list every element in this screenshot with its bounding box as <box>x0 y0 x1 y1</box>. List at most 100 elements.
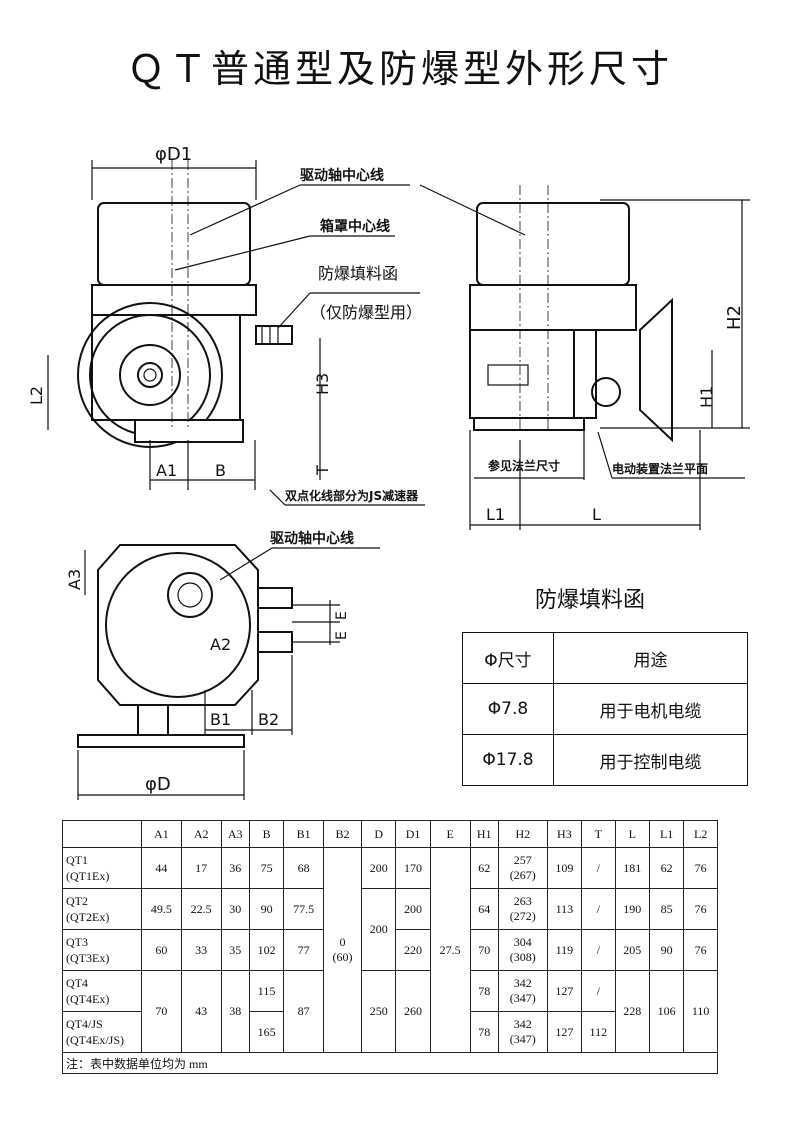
l1-label: L1 <box>486 505 505 524</box>
table-cell: 用于电机电缆 <box>553 683 748 735</box>
b2-value: 0 <box>339 935 346 949</box>
header-cell: L1 <box>648 820 685 848</box>
cell-h2: 342(347) <box>497 1011 548 1053</box>
explosion-only-label: （仅防爆型用） <box>310 303 422 322</box>
h2-value: 257 <box>513 853 532 867</box>
e-label-2: E <box>334 631 350 640</box>
cell-t: / <box>581 970 616 1012</box>
h2-value: 304 <box>513 935 532 949</box>
header-cell: 用途 <box>553 632 748 684</box>
table-row: QT4/JS(QT4Ex/JS) 165 78 342(347) 127 112 <box>62 1011 718 1053</box>
flange-plane-label: 电动装置法兰平面 <box>612 461 708 476</box>
h2-ex-value: (347) <box>509 1032 536 1046</box>
cell-b2-merged: 0(60) <box>323 847 363 1053</box>
header-cell: D <box>361 820 397 848</box>
header-cell: H2 <box>497 820 548 848</box>
cell-h2: 342(347) <box>497 970 548 1012</box>
cell-b: 115 <box>248 970 285 1012</box>
phi-d-label: φD <box>145 774 171 795</box>
cell-l2: 76 <box>683 847 718 889</box>
cell-l: 205 <box>614 929 650 971</box>
cell-l2: 76 <box>683 888 718 930</box>
cell-d1: 200 <box>395 888 431 930</box>
technical-drawing: φD1 驱动轴中心线 箱罩中心线 防爆填料函 （仅防爆型用） H3 T L2 A… <box>27 144 750 800</box>
header-cell: H3 <box>546 820 583 848</box>
h2-ex-value: (347) <box>509 991 536 1005</box>
cell-a3-merged: 38 <box>220 970 250 1053</box>
cell-a2: 17 <box>180 847 222 889</box>
a1-label: A1 <box>156 461 177 480</box>
header-cell: A1 <box>141 820 182 848</box>
gland-label: 防爆填料函 <box>318 264 398 283</box>
h1-label: H1 <box>697 386 716 408</box>
header-cell: A3 <box>220 820 250 848</box>
cell-t: 112 <box>581 1011 616 1053</box>
cell-a2-merged: 43 <box>180 970 222 1053</box>
cell-a2: 22.5 <box>180 888 222 930</box>
cell-a1: 60 <box>141 929 182 971</box>
b1-label: B1 <box>210 710 231 729</box>
model-cell: QT4/JS(QT4Ex/JS) <box>62 1011 142 1053</box>
model-ex-name: (QT1Ex) <box>66 869 110 883</box>
cell-d1-merged: 260 <box>395 970 431 1053</box>
cell-h3: 113 <box>546 888 583 930</box>
e-label-1: E <box>334 611 350 620</box>
cell-d: 200 <box>361 847 397 889</box>
page-title: ＱＴ普通型及防爆型外形尺寸 <box>126 47 673 91</box>
table-cell: Φ7.8 <box>462 683 554 735</box>
model-name: QT4 <box>66 976 88 990</box>
housing-centerline-label: 箱罩中心线 <box>320 218 390 235</box>
h2-ex-value: (272) <box>509 909 536 923</box>
header-cell: T <box>581 820 616 848</box>
table-row: QT3(QT3Ex) 60 33 35 102 77 220 70 304(30… <box>62 929 718 971</box>
cell-l-merged: 228 <box>614 970 650 1053</box>
cell-b: 165 <box>248 1011 285 1053</box>
cell-d1: 170 <box>395 847 431 889</box>
cell-a3: 36 <box>220 847 250 889</box>
cell-h3: 119 <box>546 929 583 971</box>
t-label: T <box>313 465 332 476</box>
gland-table: Φ尺寸 用途 Φ7.8 用于电机电缆 Φ17.8 用于控制电缆 <box>462 632 748 786</box>
model-name: QT1 <box>66 853 88 867</box>
a3-label: A3 <box>65 569 84 590</box>
cell-h1: 78 <box>469 970 499 1012</box>
table-row: Φ17.8 用于控制电缆 <box>462 734 748 786</box>
h2-value: 263 <box>513 894 532 908</box>
cell-t: / <box>581 888 616 930</box>
model-ex-name: (QT4Ex/JS) <box>66 1033 124 1047</box>
l2-label: L2 <box>27 386 46 405</box>
header-cell: A2 <box>180 820 222 848</box>
model-cell: QT4(QT4Ex) <box>62 970 142 1012</box>
note-row: 注：表中数据单位均为 mm <box>62 1052 718 1074</box>
cell-l2-merged: 110 <box>683 970 718 1053</box>
cell-t: / <box>581 929 616 971</box>
cell-a1-merged: 70 <box>141 970 182 1053</box>
cell-a2: 33 <box>180 929 222 971</box>
drive-axis-label: 驱动轴中心线 <box>300 167 384 184</box>
table-header-row: A1 A2 A3 B B1 B2 D D1 E H1 H2 H3 T L L1 … <box>62 820 718 848</box>
see-flange-label: 参见法兰尺寸 <box>488 458 560 473</box>
cell-b1: 68 <box>283 847 325 889</box>
l-label: L <box>592 505 601 524</box>
cell-b1: 77 <box>283 929 325 971</box>
header-cell: H1 <box>469 820 499 848</box>
cell-h3: 127 <box>546 1011 583 1053</box>
front-view: φD1 驱动轴中心线 箱罩中心线 防爆填料函 （仅防爆型用） H3 T L2 A… <box>27 144 425 506</box>
header-cell: L <box>614 820 650 848</box>
table-row: QT4(QT4Ex) 70 43 38 115 87 250 260 78 34… <box>62 970 718 1053</box>
cell-b: 75 <box>248 847 285 889</box>
h2-value: 342 <box>513 976 532 990</box>
header-cell: E <box>429 820 471 848</box>
cell-e-merged: 27.5 <box>429 847 471 1053</box>
b2-alt-value: (60) <box>332 950 353 964</box>
side-view: H2 H1 参见法兰尺寸 电动装置法兰平面 L1 L <box>419 184 750 530</box>
h2-value: 342 <box>513 1017 532 1031</box>
h2-ex-value: (308) <box>509 950 536 964</box>
header-cell: L2 <box>683 820 718 848</box>
cell-a1: 49.5 <box>141 888 182 930</box>
header-cell: D1 <box>395 820 431 848</box>
h2-ex-value: (267) <box>509 868 536 882</box>
cell-d-merged: 250 <box>361 970 397 1053</box>
a2-label: A2 <box>210 635 231 654</box>
